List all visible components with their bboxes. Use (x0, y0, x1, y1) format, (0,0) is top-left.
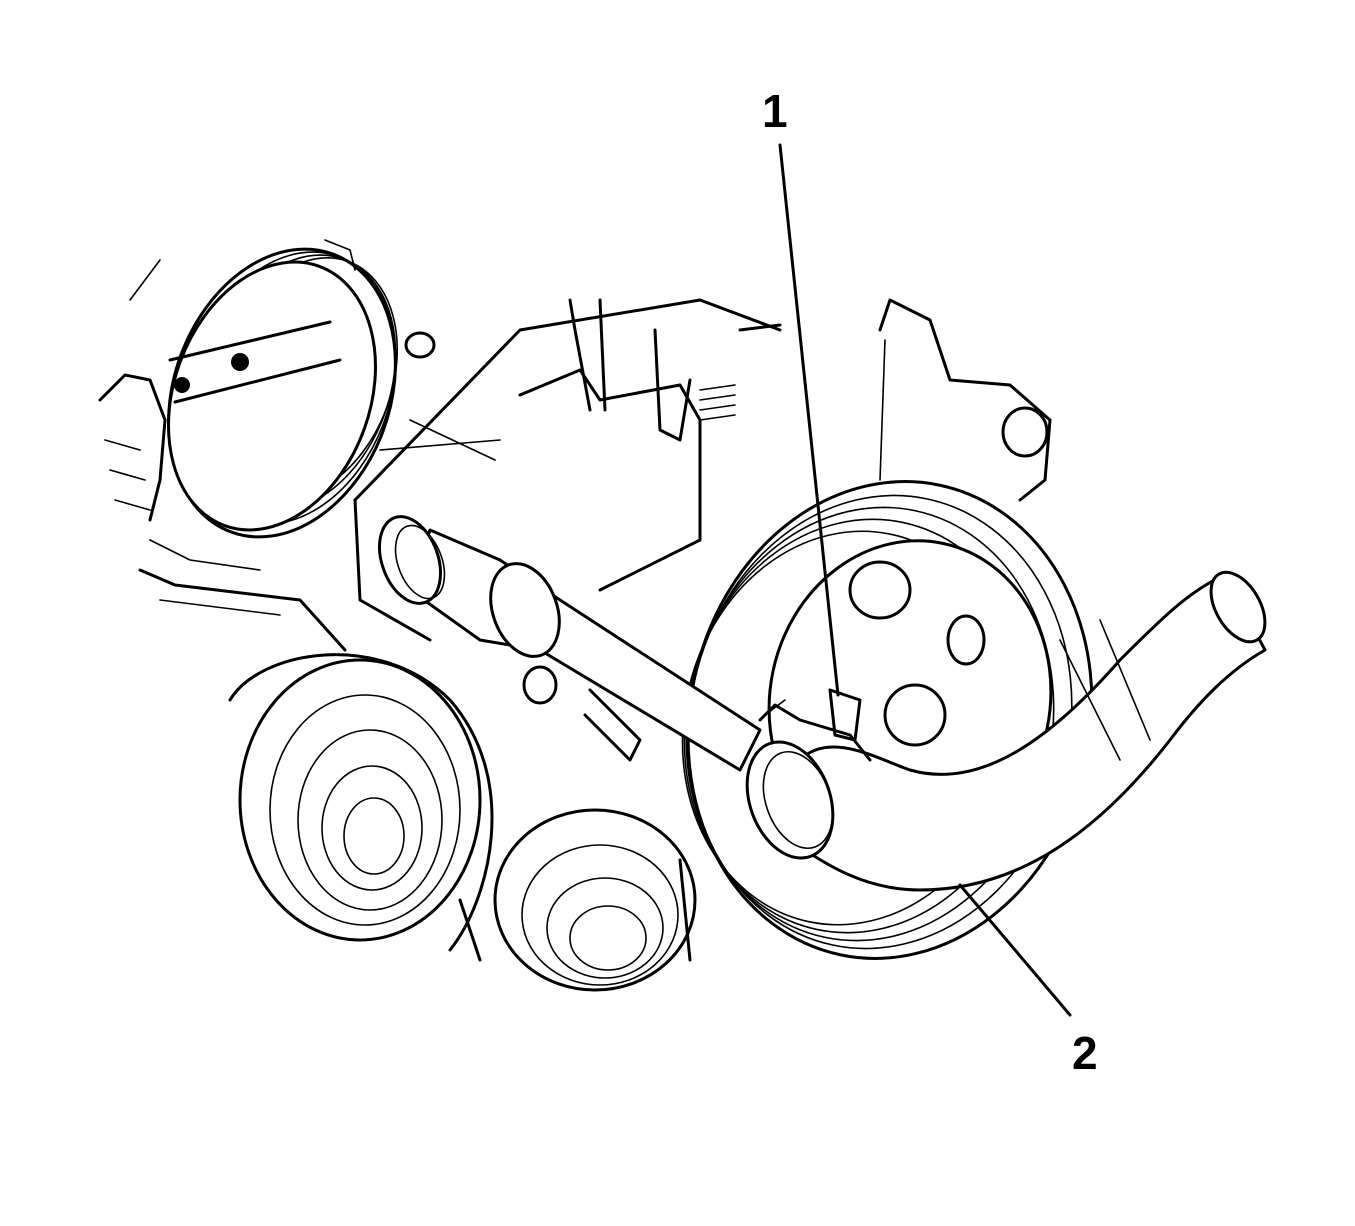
callout-label-1: 1 (762, 85, 788, 137)
upper-left-pulley (167, 247, 399, 539)
bottom-idler-pulley (458, 808, 697, 992)
lower-left-pulley (228, 653, 494, 952)
coolant-tube (378, 515, 762, 772)
radiator-hose (745, 570, 1267, 892)
callout-label-2: 2 (1072, 1027, 1098, 1079)
leader-line-2 (958, 883, 1072, 1017)
leader-line-1 (778, 143, 840, 697)
hose-clamp (758, 688, 872, 762)
leader-lines (778, 143, 1072, 1017)
left-bracket (98, 239, 356, 652)
right-bracket (878, 298, 1052, 502)
central-housing (353, 298, 782, 642)
